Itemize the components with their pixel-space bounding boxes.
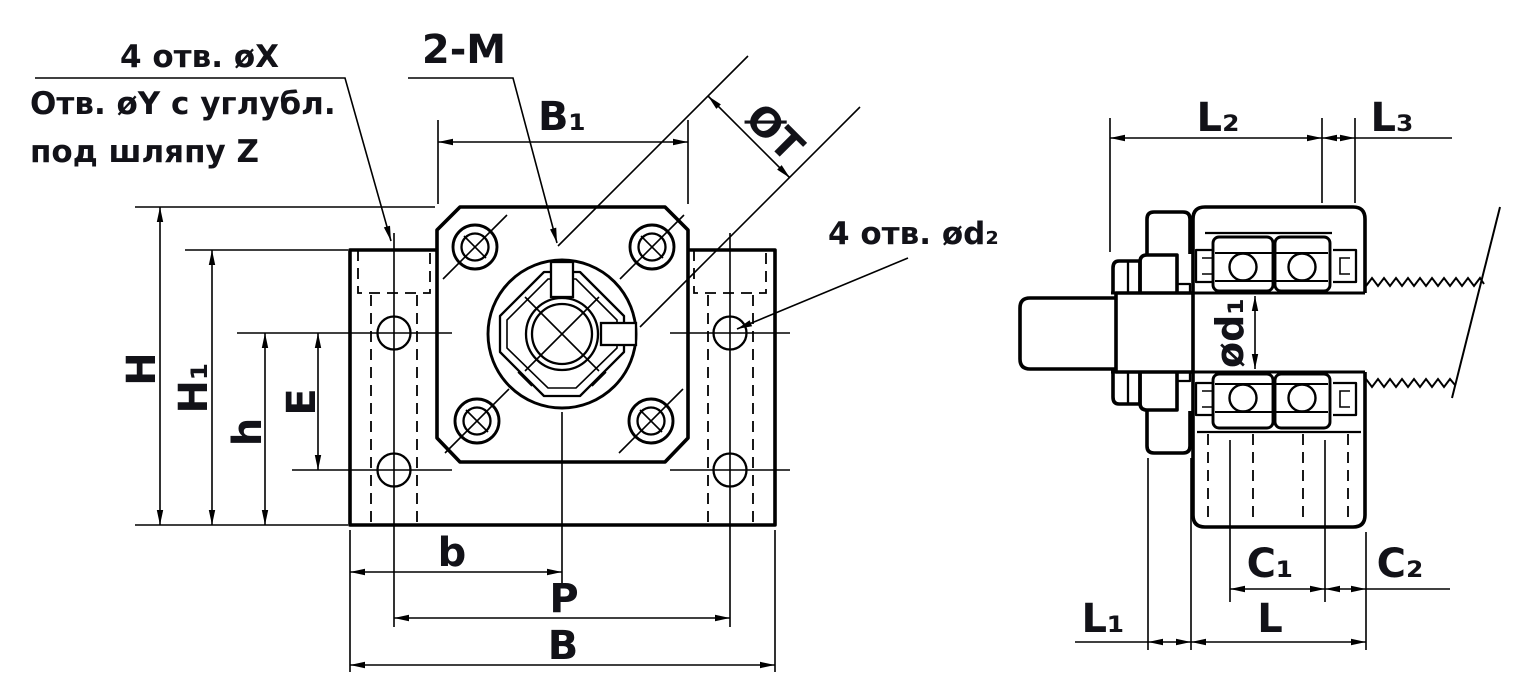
dim-label-L: L bbox=[1257, 596, 1283, 642]
dim-label-d1: ød₁ bbox=[1208, 298, 1252, 368]
dim-label-H1: H₁ bbox=[171, 363, 217, 414]
front-centerlines bbox=[237, 233, 790, 627]
dim-T-line bbox=[707, 95, 791, 179]
bore-lines bbox=[1111, 291, 1365, 374]
callout-flange-holes: 4 отв. ød₂ bbox=[828, 216, 999, 252]
dim-label-L2: L₂ bbox=[1196, 95, 1239, 141]
flange-hole-bottom-left bbox=[444, 388, 510, 454]
dim-label-C1: C₁ bbox=[1247, 541, 1294, 587]
leader-flange-holes bbox=[736, 257, 909, 330]
dim-label-L3: L₃ bbox=[1370, 95, 1413, 141]
body-hidden-holes bbox=[1207, 434, 1349, 523]
circlip-right-lower bbox=[1333, 381, 1358, 417]
circlip-left-lower bbox=[1194, 381, 1213, 417]
setscrew-slot-right bbox=[599, 321, 638, 347]
flange-hole-bottom-right bbox=[618, 388, 684, 454]
callout-mount-holes-line2: Отв. øY с углубл. bbox=[30, 86, 336, 122]
flange-edge-bottom bbox=[1145, 411, 1192, 455]
shaft-journal bbox=[1114, 291, 1195, 374]
dim-label-h: h bbox=[225, 418, 271, 446]
flange-hole-top-left bbox=[442, 214, 508, 280]
bearing-ball bbox=[1228, 383, 1258, 413]
thread-zigzag-top bbox=[1365, 276, 1485, 288]
circlip-left-upper bbox=[1194, 248, 1213, 284]
flange-outline bbox=[435, 205, 690, 464]
dim-label-L1: L₁ bbox=[1081, 596, 1124, 642]
locknut-section-upper bbox=[1111, 253, 1192, 293]
shaft-end-outline bbox=[1018, 296, 1116, 371]
dim-label-B: B bbox=[548, 623, 579, 669]
front-view: 4 отв. øX Отв. øY с углубл. под шляпу Z … bbox=[30, 27, 999, 672]
side-extension-lines bbox=[1075, 118, 1452, 650]
circlip-right-upper bbox=[1333, 248, 1358, 284]
bearing-pair-upper bbox=[1194, 235, 1358, 293]
T-extension-lines bbox=[557, 55, 861, 328]
callout-thread-holes: 2-M bbox=[422, 27, 506, 73]
body-hole-centerlines bbox=[1229, 440, 1326, 602]
dim-label-H: H bbox=[119, 352, 165, 385]
bearing-ball bbox=[1287, 383, 1317, 413]
thread-zigzag-bottom bbox=[1365, 377, 1456, 389]
body-lower-outline bbox=[1191, 372, 1367, 529]
callout-mount-holes-line1: 4 отв. øX bbox=[120, 39, 279, 75]
leader-thread-holes bbox=[408, 77, 558, 244]
dim-label-T: ØT bbox=[736, 95, 812, 171]
dim-label-E: E bbox=[279, 388, 325, 415]
bearing-ball bbox=[1228, 252, 1258, 282]
flange-hole-top-right bbox=[619, 214, 685, 280]
shaft-break-line bbox=[1451, 206, 1501, 399]
bearing-ball bbox=[1287, 252, 1317, 282]
dim-label-B1: B₁ bbox=[538, 94, 586, 140]
housing-upper-outline bbox=[1191, 205, 1367, 293]
setscrew-slot-top bbox=[549, 260, 575, 299]
bearing-pair-lower bbox=[1194, 372, 1358, 430]
locknut-section-lower bbox=[1111, 372, 1192, 412]
dim-label-P: P bbox=[549, 576, 578, 622]
front-extension-lines bbox=[135, 120, 776, 672]
callout-mount-holes-line3: под шляпу Z bbox=[30, 134, 259, 170]
dim-label-C2: C₂ bbox=[1377, 541, 1424, 587]
side-view: L₂ L₃ ød₁ C₁ C₂ L₁ L bbox=[1018, 95, 1501, 650]
leader-mount-holes bbox=[35, 77, 392, 242]
locknut-front bbox=[486, 258, 638, 410]
bore-cross-lines bbox=[524, 296, 600, 372]
flange-edge-top bbox=[1145, 210, 1192, 254]
dim-label-b: b bbox=[438, 530, 467, 576]
